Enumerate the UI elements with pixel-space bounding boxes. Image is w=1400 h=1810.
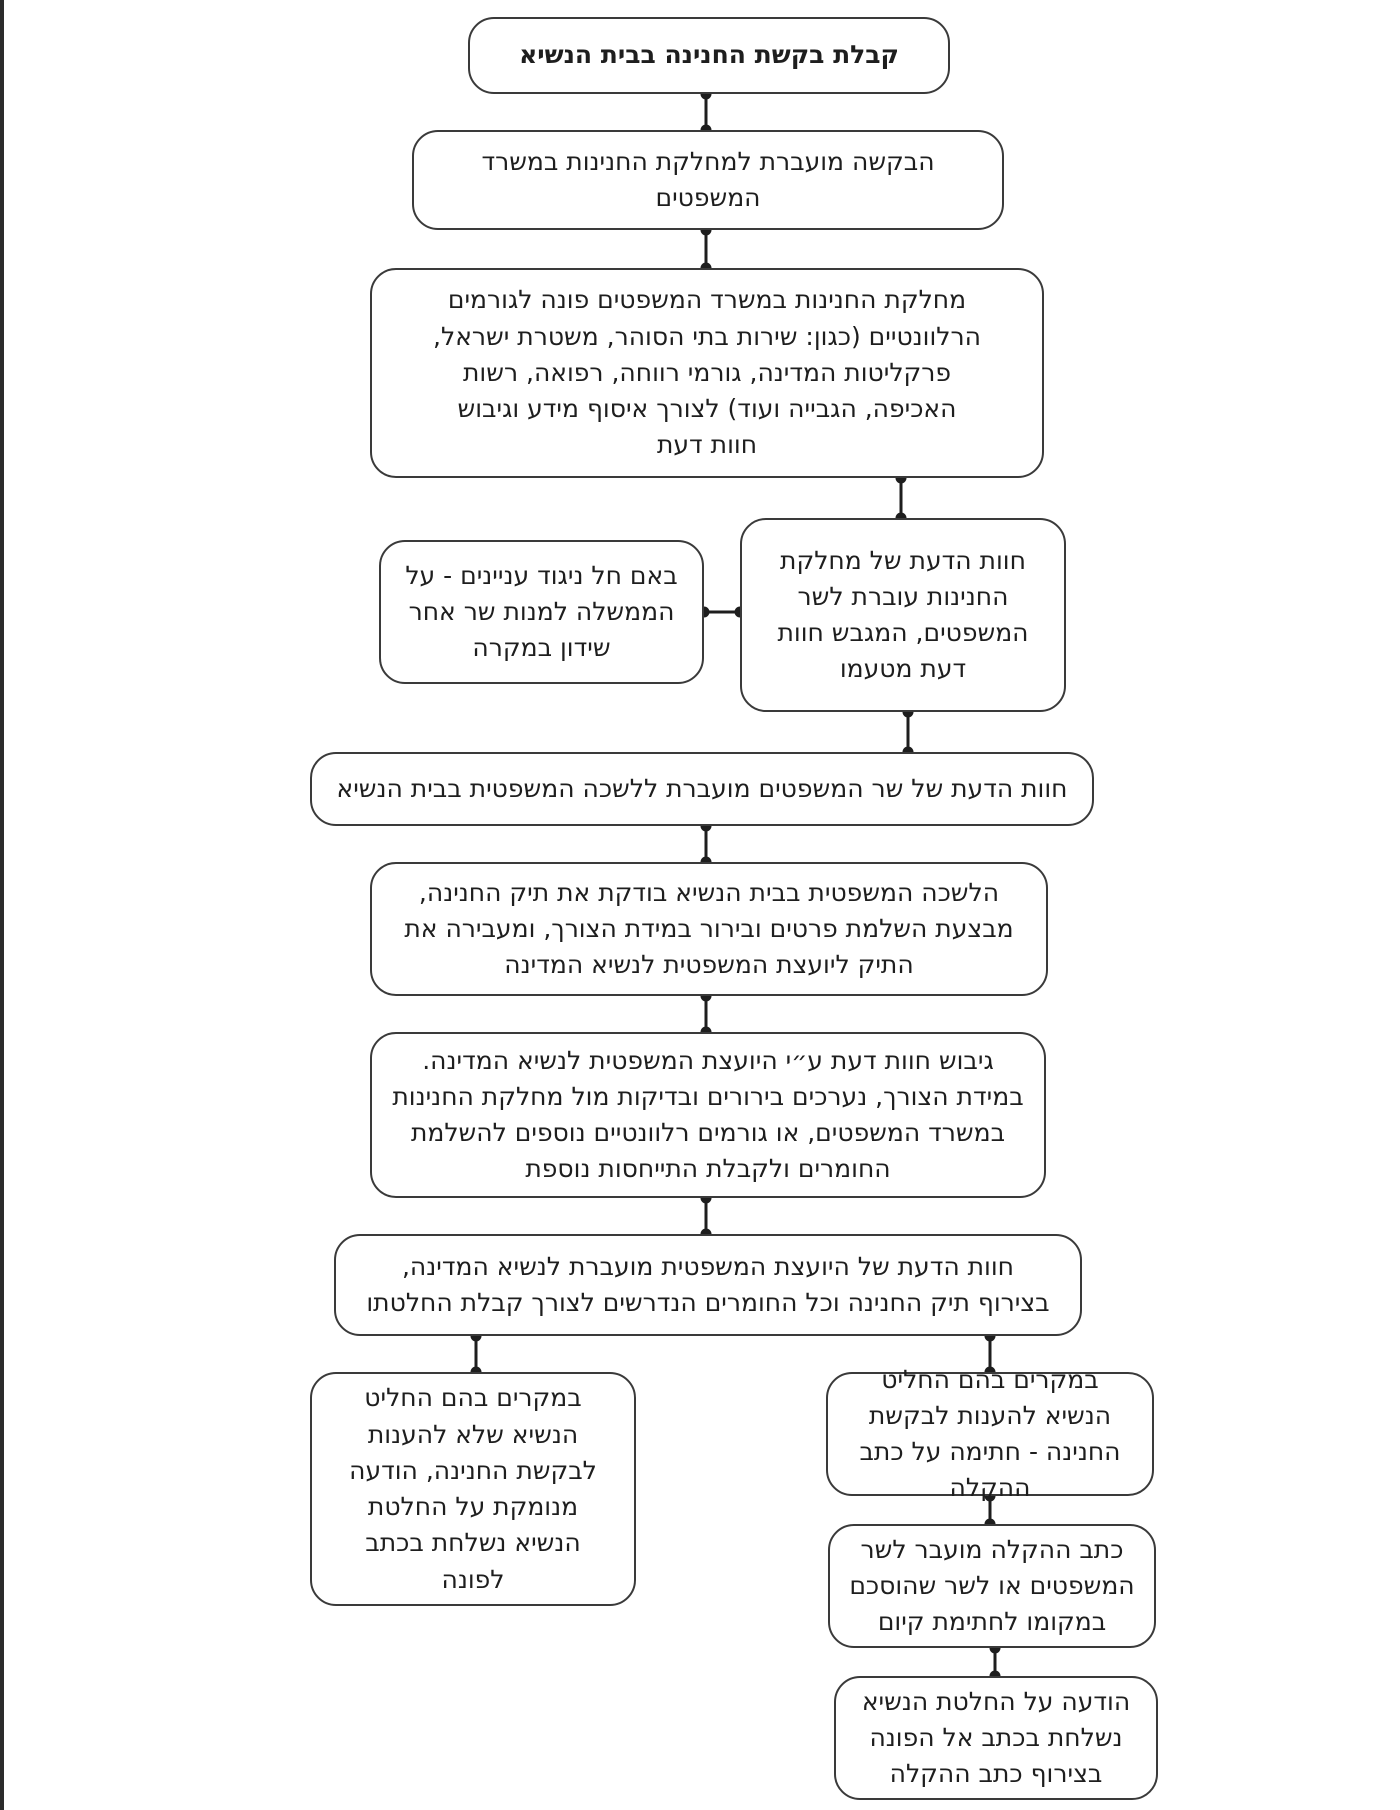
step-minister-opinion: חוות הדעת של מחלקת החנינות עוברת לשר המש… [740,518,1066,712]
step-legal-bureau-review: הלשכה המשפטית בבית הנשיא בודקת את תיק הח… [370,862,1048,996]
step-conflict-of-interest: באם חל ניגוד עניינים - על הממשלה למנות ש… [379,540,704,684]
step-consult-authorities: מחלקת החנינות במשרד המשפטים פונה לגורמים… [370,268,1044,478]
connector-2-3 [700,224,712,274]
step-to-minister-signature: כתב ההקלה מועבר לשר המשפטים או לשר שהוסכ… [828,1524,1156,1648]
connector-4-4b [698,606,746,618]
connector-5-6 [700,820,712,868]
step-receive-request: קבלת בקשת החנינה בבית הנשיא [468,17,950,94]
step-to-legal-bureau: חוות הדעת של שר המשפטים מועברת ללשכה המש… [310,752,1094,826]
left-border [0,0,4,1810]
connector-3-4 [895,472,907,524]
step-pardon-granted: במקרים בהם החליט הנשיא להענות לבקשת החני… [826,1365,1154,1502]
connector-8-12 [470,1330,482,1378]
connector-1-2 [700,88,712,136]
step-to-president: חוות הדעת של היועצת המשפטית מועברת לנשיא… [334,1234,1082,1336]
step-transfer-to-pardons-dept: הבקשה מועברת למחלקת החנינות במשרד המשפטי… [412,130,1004,230]
connector-4-5 [902,706,914,758]
step-legal-advisor-opinion: גיבוש חוות דעת ע״י היועצת המשפטית לנשיא … [370,1032,1046,1198]
step-pardon-denied: במקרים בהם החליט הנשיא שלא להענות לבקשת … [310,1372,636,1606]
connector-6-7 [700,990,712,1038]
connector-7-8 [700,1192,712,1240]
step-notice-with-relief: הודעה על החלטת הנשיא נשלחת בכתב אל הפונה… [834,1676,1158,1800]
